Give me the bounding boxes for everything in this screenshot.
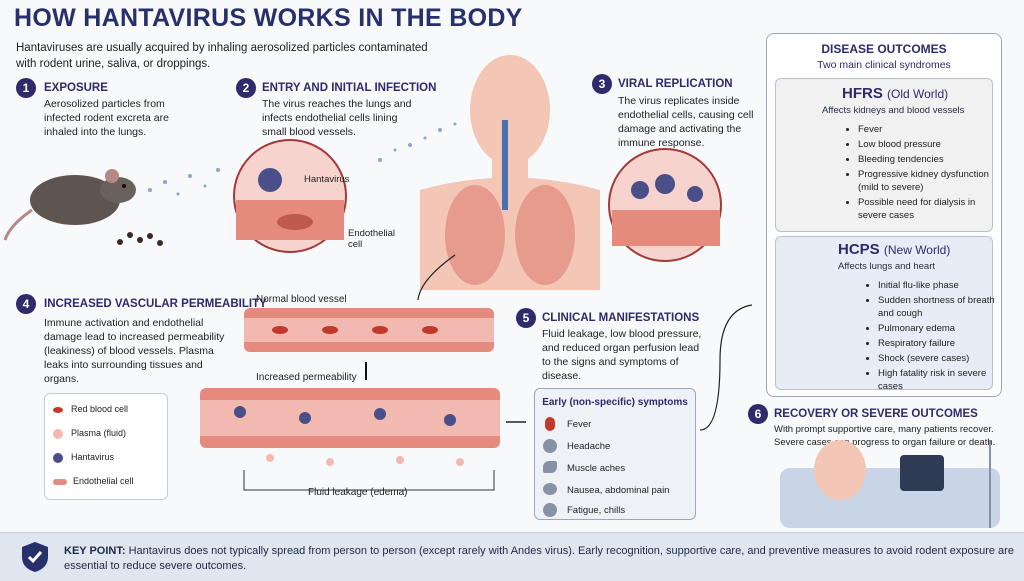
arm-icon <box>543 461 557 473</box>
step-1-number: 1 <box>16 78 36 98</box>
key-point-text: KEY POINT: Hantavirus does not typically… <box>64 545 1014 572</box>
shield-check-icon <box>22 542 48 572</box>
page-title: HOW HANTAVIRUS WORKS IN THE BODY <box>14 4 523 32</box>
list-item: Shock (severe cases) <box>878 352 998 365</box>
viral-replication-circle <box>608 148 722 262</box>
symptom-item: Headache <box>567 441 611 452</box>
symptom-item: Fever <box>567 419 592 430</box>
page-subtitle: Hantaviruses are usually acquired by inh… <box>16 42 428 70</box>
human-body-icon <box>420 55 600 290</box>
hantavirus-icon <box>53 452 63 463</box>
legend-item: Endothelial cell <box>53 476 134 486</box>
hfrs-affects: Affects kidneys and blood vessels <box>822 105 965 116</box>
stomach-icon <box>543 483 557 495</box>
list-item: Low blood pressure <box>858 138 998 151</box>
normal-vessel-icon <box>244 308 494 352</box>
hfrs-heading: HFRS (Old World) <box>842 85 949 102</box>
hcps-card: HCPS (New World) Affects lungs and heart… <box>775 236 995 392</box>
list-item: Initial flu-like phase <box>878 279 998 292</box>
symptoms-title: Early (non-specific) symptoms <box>542 397 688 408</box>
patient-bed-icon <box>780 440 1000 528</box>
step-3-title: VIRAL REPLICATION <box>618 78 733 90</box>
symptom-item: Nausea, abdominal pain <box>567 485 670 496</box>
list-item: Possible need for dialysis in severe cas… <box>858 196 998 222</box>
symptoms-box: Early (non-specific) symptoms Fever Head… <box>534 388 696 520</box>
step-4-number: 4 <box>16 294 36 314</box>
symptom-item: Muscle aches <box>567 463 626 474</box>
hfrs-card: HFRS (Old World) Affects kidneys and blo… <box>775 78 993 232</box>
legend-item: Hantavirus <box>53 452 114 463</box>
hcps-list: Initial flu-like phase Sudden shortness … <box>866 279 998 395</box>
infected-endothelium-circle <box>233 139 347 253</box>
step-1-title: EXPOSURE <box>44 82 108 94</box>
step-5-number: 5 <box>516 308 536 328</box>
legend-item: Plasma (fluid) <box>53 428 126 439</box>
list-item: Pulmonary edema <box>878 322 998 335</box>
legend: Red blood cell Plasma (fluid) Hantavirus… <box>44 393 168 500</box>
step-3-text: The virus replicates inside endothelial … <box>618 95 754 149</box>
normal-vessel-label: Normal blood vessel <box>256 294 347 305</box>
step-2-text: The virus reaches the lungs and infects … <box>262 98 412 138</box>
outcomes-title: DISEASE OUTCOMES <box>821 42 947 56</box>
hantavirus-label: Hantavirus <box>304 174 350 185</box>
list-item: Respiratory failure <box>878 337 998 350</box>
step-4-title: INCREASED VASCULAR PERMEABILITY <box>44 298 267 310</box>
plasma-icon <box>53 428 63 439</box>
step-2-number: 2 <box>236 78 256 98</box>
list-item: Bleeding tendencies <box>858 153 998 166</box>
legend-item: Red blood cell <box>53 404 128 414</box>
leaky-vessel-icon <box>200 388 500 491</box>
endothelial-cell-label: Endothelial cell <box>348 228 396 250</box>
step-4-text: Immune activation and endothelial damage… <box>44 317 225 385</box>
key-point-bar <box>0 532 1024 581</box>
step-6-title: RECOVERY OR SEVERE OUTCOMES <box>774 408 978 420</box>
hfrs-list: Fever Low blood pressure Bleeding tenden… <box>846 123 998 224</box>
step-2-title: ENTRY AND INITIAL INFECTION <box>262 82 437 94</box>
step-1-text: Aerosolized particles from infected rode… <box>44 98 169 138</box>
thermometer-icon <box>545 417 555 431</box>
list-item: High fatality risk in severe cases <box>878 367 998 393</box>
step-5-title: CLINICAL MANIFESTATIONS <box>542 312 700 324</box>
red-blood-cell-icon <box>53 406 63 413</box>
disease-outcomes-panel: DISEASE OUTCOMES Two main clinical syndr… <box>766 33 1002 397</box>
list-item: Fever <box>858 123 998 136</box>
connector-arrow <box>417 254 456 301</box>
endothelial-cell-icon <box>53 478 67 485</box>
hcps-affects: Affects lungs and heart <box>838 261 935 272</box>
step-3-number: 3 <box>592 74 612 94</box>
outcomes-subtitle: Two main clinical syndromes <box>817 59 951 71</box>
list-item: Sudden shortness of breath and cough <box>878 294 998 320</box>
head-icon <box>543 439 557 453</box>
step-6-number: 6 <box>748 404 768 424</box>
step-5-text: Fluid leakage, low blood pressure, and r… <box>542 328 702 382</box>
aerosol-particles <box>148 122 457 196</box>
symptom-item: Fatigue, chills <box>567 505 626 516</box>
fluid-leakage-label: Fluid leakage (edema) <box>308 487 408 498</box>
connector-arrow-3 <box>699 304 753 431</box>
rat-icon <box>3 169 163 246</box>
step-6-text: With prompt supportive care, many patien… <box>774 424 996 448</box>
tired-face-icon <box>543 503 557 517</box>
hcps-heading: HCPS (New World) <box>838 241 951 258</box>
increased-permeability-label: Increased permeability <box>256 372 357 383</box>
list-item: Progressive kidney dysfunction (mild to … <box>858 168 998 194</box>
